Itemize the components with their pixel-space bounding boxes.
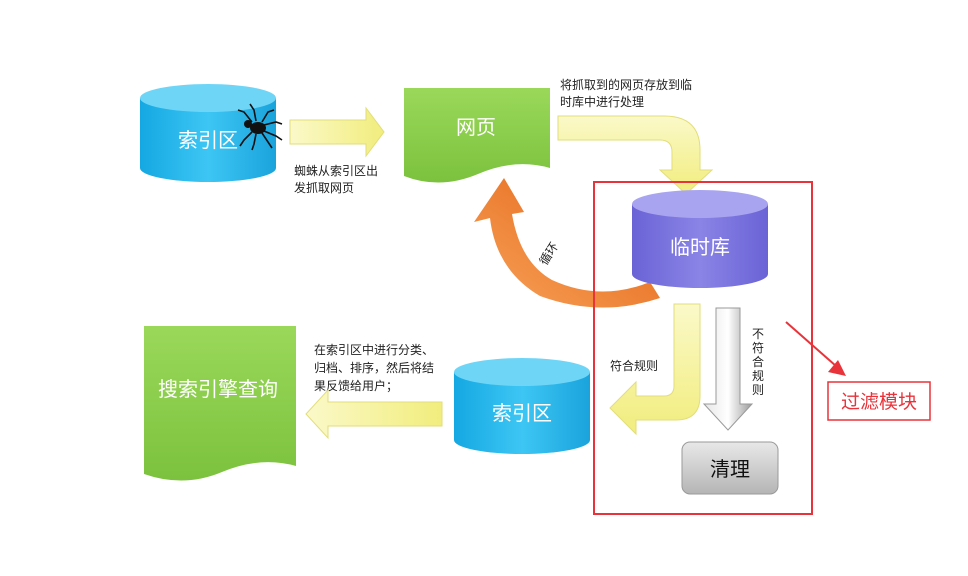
index-cylinder-bottom-label: 索引区: [492, 401, 552, 425]
conform-label: 符合规则: [610, 358, 658, 373]
filter-module-frame: [593, 181, 813, 515]
classify-note-line2: 归档、排序，然后将结: [314, 360, 434, 375]
nonconform-char-4: 规: [752, 368, 764, 383]
arrow-conform: [609, 303, 701, 436]
spider-note-line1: 蜘蛛从索引区出: [294, 163, 378, 178]
spider-note-line2: 发抓取网页: [294, 180, 354, 195]
nonconform-char-1: 不: [752, 327, 764, 341]
filter-module-callout: 过滤模块: [827, 381, 931, 421]
nonconform-label: 不 符 合 规 则: [752, 327, 764, 397]
arrow-index-to-search: [305, 388, 443, 440]
nonconform-char-5: 则: [752, 383, 764, 397]
callout-arrow: [785, 321, 846, 376]
arrow-index-to-webpage: [289, 106, 385, 158]
spider-icon: [237, 103, 283, 151]
webpage-document: 网页: [404, 88, 550, 183]
cleanup-label: 清理: [710, 457, 750, 481]
filter-module-label: 过滤模块: [841, 391, 917, 413]
index-cylinder-bottom: 索引区: [454, 358, 590, 454]
arrow-nonconform: [702, 307, 754, 431]
loop-label: 循环: [537, 240, 562, 268]
webpage-label: 网页: [456, 115, 496, 139]
store-note-line2: 时库中进行处理: [560, 94, 644, 109]
index-cylinder-top-label: 索引区: [178, 128, 238, 152]
tempdb-label: 临时库: [670, 235, 730, 259]
search-engine-document: 搜索引擎查询: [144, 326, 296, 481]
classify-note-line3: 果反馈给用户；: [314, 378, 398, 393]
classify-note-line1: 在索引区中进行分类、: [314, 342, 434, 357]
store-note-line1: 将抓取到的网页存放到临: [560, 77, 692, 92]
tempdb-cylinder: 临时库: [632, 190, 768, 288]
search-engine-label: 搜索引擎查询: [158, 377, 278, 401]
nonconform-char-2: 符: [752, 340, 764, 355]
cleanup-box: 清理: [681, 441, 779, 495]
index-cylinder-top: 索引区: [140, 84, 276, 182]
nonconform-char-3: 合: [752, 354, 764, 369]
